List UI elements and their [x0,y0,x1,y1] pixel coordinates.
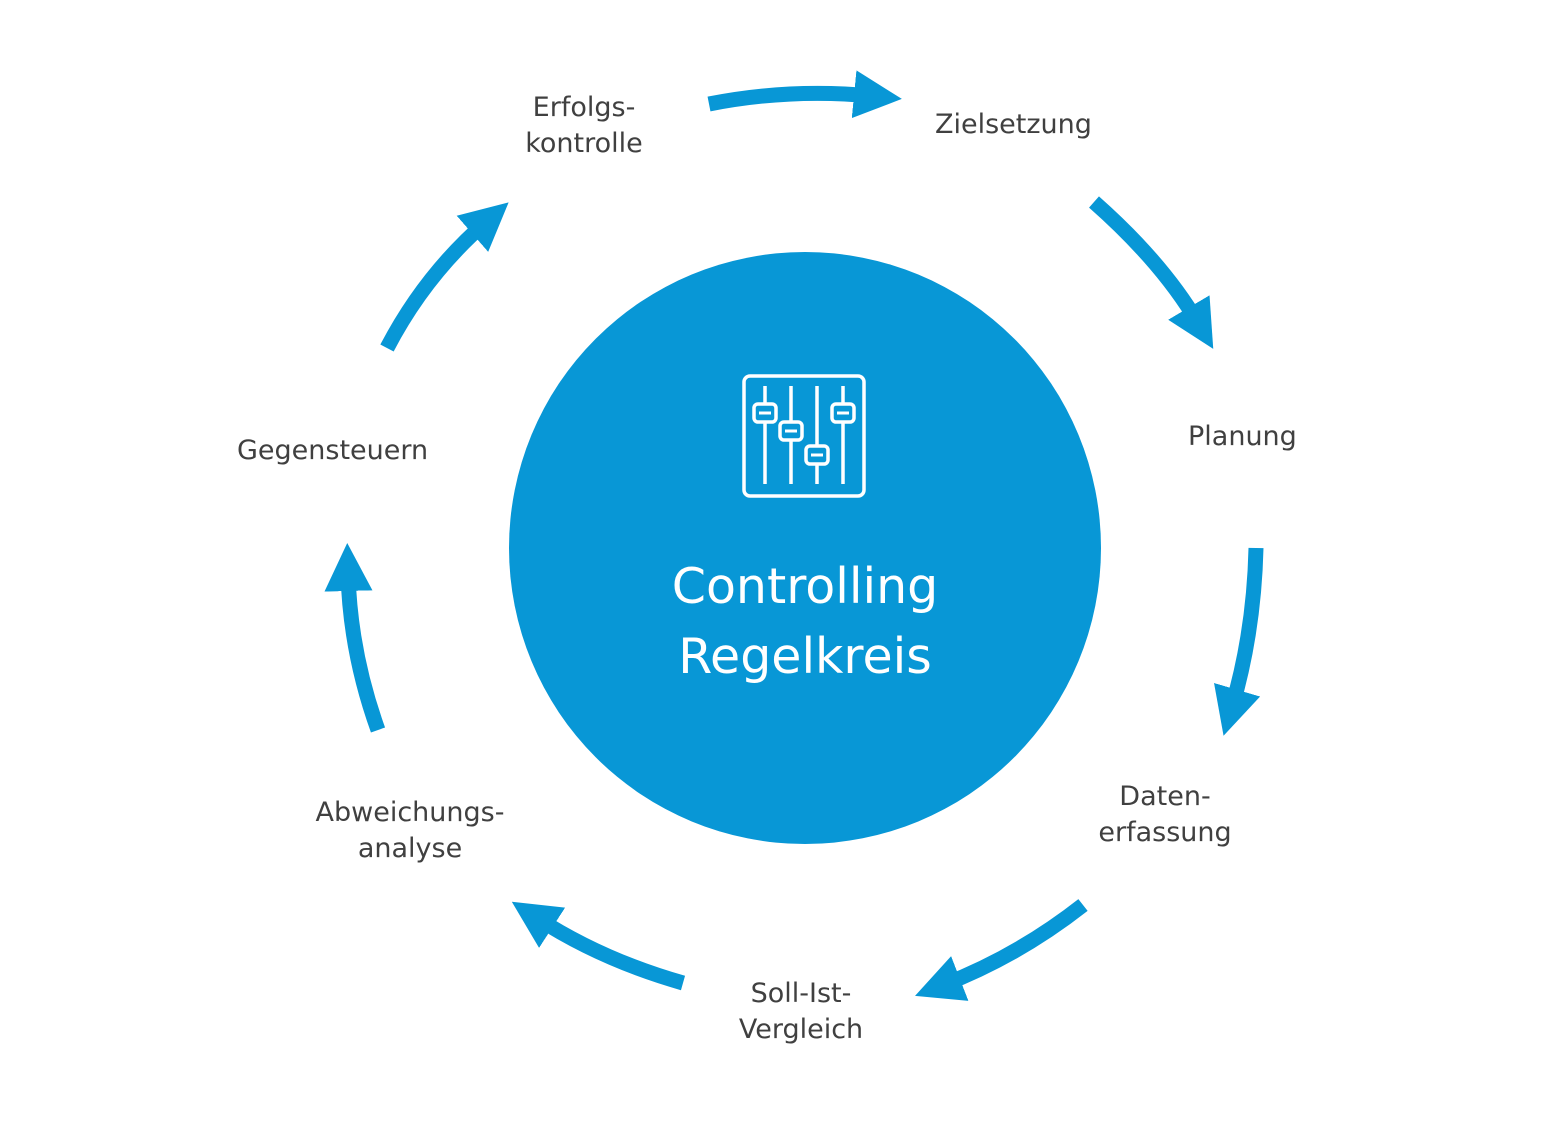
center-title: Controlling Regelkreis [560,552,1050,692]
step-label-soll-ist-vergleich: Soll-Ist- Vergleich [735,976,867,1048]
step-label-line: kontrolle [525,128,643,159]
arrow-datenerfassung-to-soll-ist-vergleich [915,899,1088,1001]
step-label-planung: Planung [1188,419,1297,455]
step-label-datenerfassung: Daten- erfassung [1095,779,1235,851]
arrow-abweichungsanalyse-to-gegensteuern [324,543,386,733]
step-label-line: Erfolgs- [532,92,636,123]
arrow-gegensteuern-to-erfolgskontrolle [380,202,509,352]
center-circle [509,252,1101,844]
step-label-line: Planung [1188,421,1297,452]
step-label-erfolgskontrolle: Erfolgs- kontrolle [515,90,653,162]
sliders-icon [742,374,866,498]
step-label-gegensteuern: Gegensteuern [237,433,428,469]
step-label-line: Daten- [1119,781,1211,812]
arrow-erfolgskontrolle-to-zielsetzung [707,70,902,119]
step-label-line: Vergleich [738,1014,864,1045]
arrow-planung-to-datenerfassung [1214,547,1264,736]
center-title-line: Regelkreis [678,628,932,685]
arrow-soll-ist-vergleich-to-abweichungsanalyse [511,901,686,991]
step-label-zielsetzung: Zielsetzung [935,107,1092,143]
step-label-line: Gegensteuern [237,435,429,466]
center-title-line: Controlling [671,558,939,615]
step-label-abweichungsanalyse: Abweichungs- analyse [310,795,510,867]
step-label-line: Zielsetzung [935,109,1092,140]
step-label-line: analyse [357,833,463,864]
arrow-zielsetzung-to-planung [1089,196,1214,349]
step-label-line: erfassung [1098,817,1232,848]
step-label-line: Soll-Ist- [750,978,852,1009]
step-label-line: Abweichungs- [315,797,505,828]
